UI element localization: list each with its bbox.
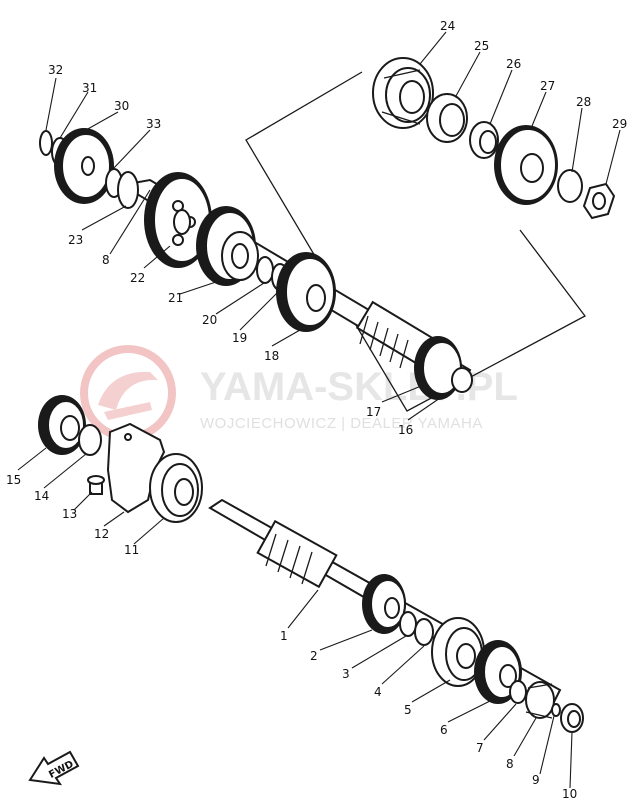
part-30-gear — [54, 128, 114, 204]
callout-8-upper: 8 — [102, 253, 110, 267]
callout-14: 14 — [34, 489, 49, 503]
group-outline — [245, 71, 586, 412]
callout-8: 8 — [506, 757, 514, 771]
callout-27: 27 — [540, 79, 555, 93]
callout-15: 15 — [6, 473, 21, 487]
callout-11: 11 — [124, 543, 139, 557]
part-27-sprocket — [494, 125, 558, 205]
callout-2: 2 — [310, 649, 318, 663]
part-15-gear — [38, 395, 86, 455]
part-5-gear — [431, 617, 485, 687]
part-16-gear — [414, 336, 473, 400]
callout-13: 13 — [62, 507, 77, 521]
callout-23: 23 — [68, 233, 83, 247]
part-2-gear — [362, 574, 406, 634]
drive-axle-assembly — [39, 57, 616, 400]
callout-1: 1 — [280, 629, 288, 643]
callout-12: 12 — [94, 527, 109, 541]
part-23-collar — [117, 171, 139, 209]
callout-18: 18 — [264, 349, 279, 363]
part-28-lock-washer — [557, 169, 583, 203]
callout-numbers: 32 31 30 33 23 8 22 21 20 19 18 17 16 24… — [6, 19, 627, 800]
spline-lines — [359, 315, 409, 369]
part-29-nut — [582, 182, 616, 220]
part-8-bearing — [525, 681, 555, 719]
callout-4: 4 — [374, 685, 382, 699]
part-20-washer — [256, 256, 274, 284]
part-25-seal — [426, 93, 468, 143]
callout-20: 20 — [202, 313, 217, 327]
callout-10: 10 — [562, 787, 577, 800]
callout-17: 17 — [366, 405, 381, 419]
part-18-gear — [276, 252, 336, 332]
direction-arrow-icon — [28, 750, 80, 786]
watermark-subtitle: WOJCIECHOWICZ | DEALER YAMAHA — [200, 415, 483, 432]
callout-31: 31 — [82, 81, 97, 95]
part-24-bearing — [372, 57, 434, 129]
part-26-collar — [469, 121, 499, 159]
part-32-circlip — [39, 130, 53, 156]
callout-33: 33 — [146, 117, 161, 131]
callout-19: 19 — [232, 331, 247, 345]
part-13-screw — [87, 475, 105, 495]
part-10-seal — [560, 703, 584, 733]
callout-6: 6 — [440, 723, 448, 737]
callout-16: 16 — [398, 423, 413, 437]
fwd-marker: FWD — [28, 750, 80, 786]
part-21-gear — [196, 206, 259, 286]
callout-5: 5 — [404, 703, 412, 717]
callout-25: 25 — [474, 39, 489, 53]
callout-21: 21 — [168, 291, 183, 305]
part-11-bearing — [149, 453, 203, 523]
main-spline-lines — [265, 533, 313, 585]
part-4-washer — [414, 618, 434, 646]
callout-30: 30 — [114, 99, 129, 113]
callout-7: 7 — [476, 741, 484, 755]
main-axle-assembly — [38, 395, 584, 733]
callout-29: 29 — [612, 117, 627, 131]
callout-22: 22 — [130, 271, 145, 285]
part-9-circlip — [551, 703, 561, 717]
callout-3: 3 — [342, 667, 350, 681]
callout-32: 32 — [48, 63, 63, 77]
leader-lines — [17, 31, 621, 789]
part-7-washer — [509, 680, 527, 704]
callout-26: 26 — [506, 57, 521, 71]
callout-24: 24 — [440, 19, 455, 33]
callout-9: 9 — [532, 773, 540, 787]
callout-28: 28 — [576, 95, 591, 109]
part-3-circlip — [399, 611, 417, 637]
part-22-gear — [144, 172, 212, 268]
part-14-ring — [78, 424, 102, 456]
